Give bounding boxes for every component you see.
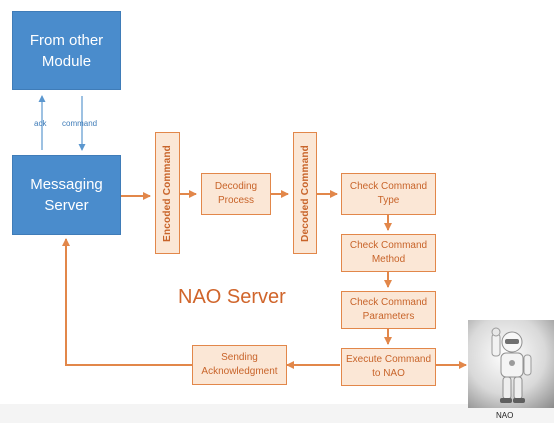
messaging-server-box: Messaging Server [12, 155, 121, 235]
nao-robot-image [468, 320, 554, 408]
check-command-type-label: Check Command Type [349, 181, 428, 206]
execute-command-box: Execute Command to NAO [341, 348, 436, 386]
arrow-ack-to-server [62, 238, 192, 366]
check-command-parameters-label: Check Command Parameters [349, 297, 428, 322]
decoding-process-box: Decoding Process [201, 173, 271, 215]
nao-server-title: NAO Server [178, 286, 286, 308]
decoded-command-box: Decoded Command [293, 132, 317, 254]
encoded-command-label: Encoded Command [162, 144, 173, 242]
encoded-command-box: Encoded Command [155, 132, 180, 254]
decoded-command-label: Decoded Command [299, 144, 311, 242]
from-other-module-label: From other Module [29, 31, 104, 70]
messaging-server-label: Messaging Server [30, 176, 103, 214]
check-command-method-label: Check Command Method [349, 240, 428, 265]
check-command-type-box: Check Command Type [341, 173, 436, 215]
nao-caption: NAO [496, 411, 514, 420]
sending-acknowledgment-box: Sending Acknowledgment [192, 345, 287, 385]
execute-command-label: Execute Command to NAO [345, 354, 432, 379]
bottom-strip [0, 404, 554, 423]
sending-acknowledgment-label: Sending Acknowledgment [201, 352, 278, 377]
check-command-method-box: Check Command Method [341, 234, 436, 272]
decoding-process-label: Decoding Process [214, 181, 258, 206]
command-label: command [62, 119, 98, 128]
ack-label: ack [34, 119, 47, 128]
check-command-parameters-box: Check Command Parameters [341, 291, 436, 329]
robot-icon [491, 327, 532, 403]
from-other-module-box: From other Module [12, 11, 121, 90]
